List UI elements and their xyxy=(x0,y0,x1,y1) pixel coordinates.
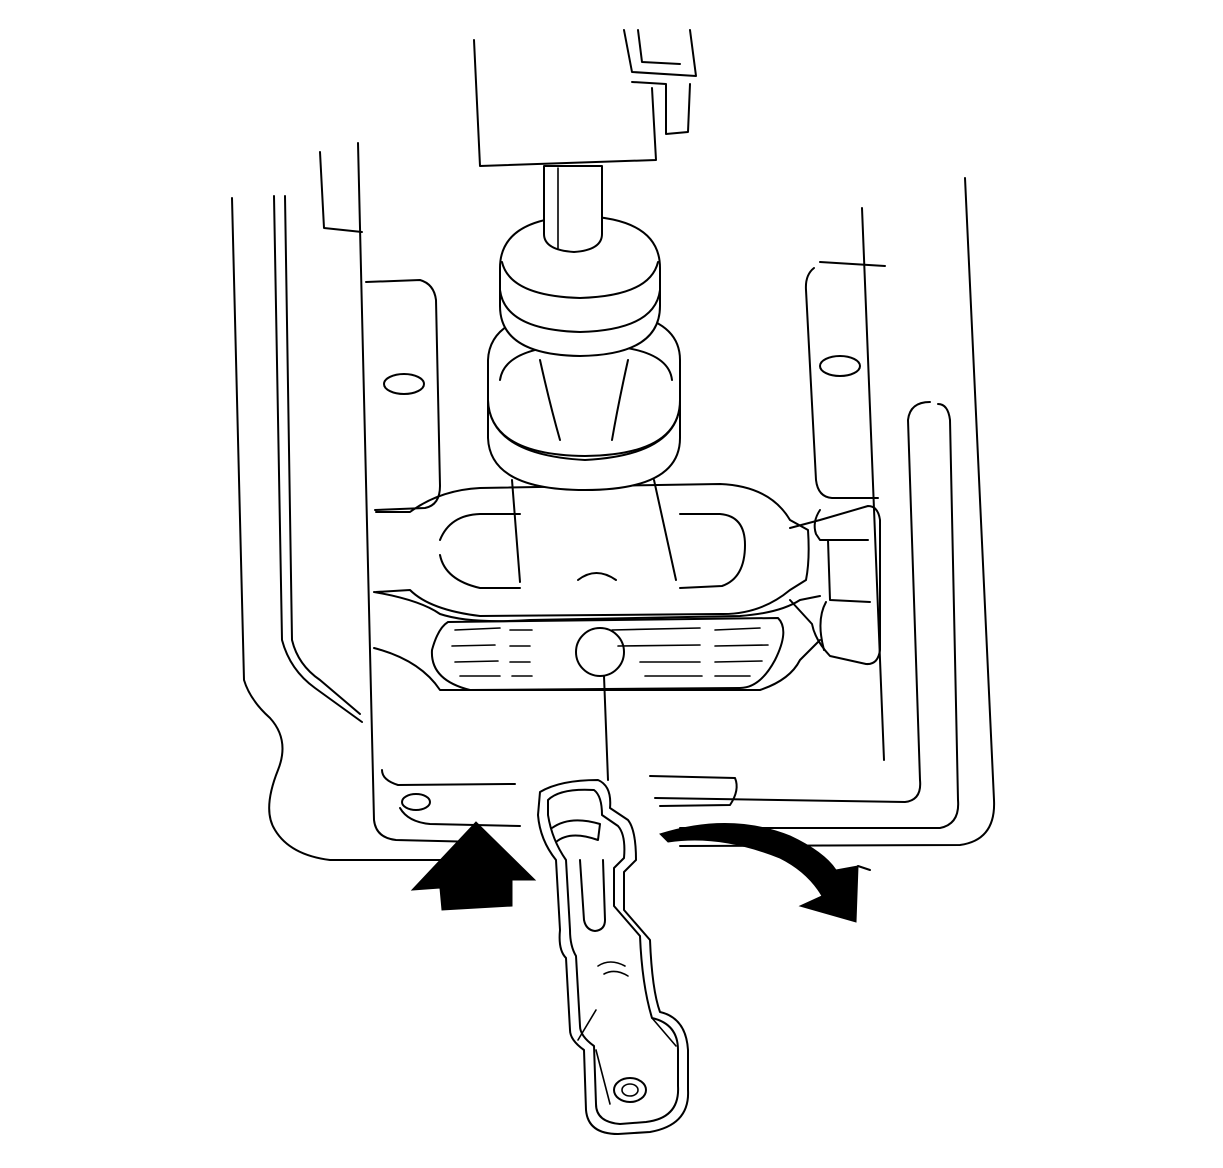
cable-connector xyxy=(789,505,881,666)
shifter-bracket xyxy=(373,591,821,781)
shift-lever xyxy=(487,165,681,583)
mounting-hole-bottom xyxy=(401,793,431,811)
console-housing xyxy=(231,142,996,861)
upper-bracket xyxy=(473,29,697,167)
tool-hole xyxy=(613,1077,647,1103)
release-tool xyxy=(537,779,690,1135)
curved-rotation-arrow xyxy=(659,823,871,923)
mounting-hole-left xyxy=(383,373,425,395)
mounting-hole-right xyxy=(819,355,861,377)
upward-push-arrow xyxy=(410,821,537,911)
lever-rod xyxy=(543,165,603,253)
lever-boot-upper xyxy=(499,215,661,357)
lever-frame xyxy=(375,483,810,617)
pivot-hole xyxy=(575,627,625,677)
lever-boot-lower xyxy=(487,399,681,491)
